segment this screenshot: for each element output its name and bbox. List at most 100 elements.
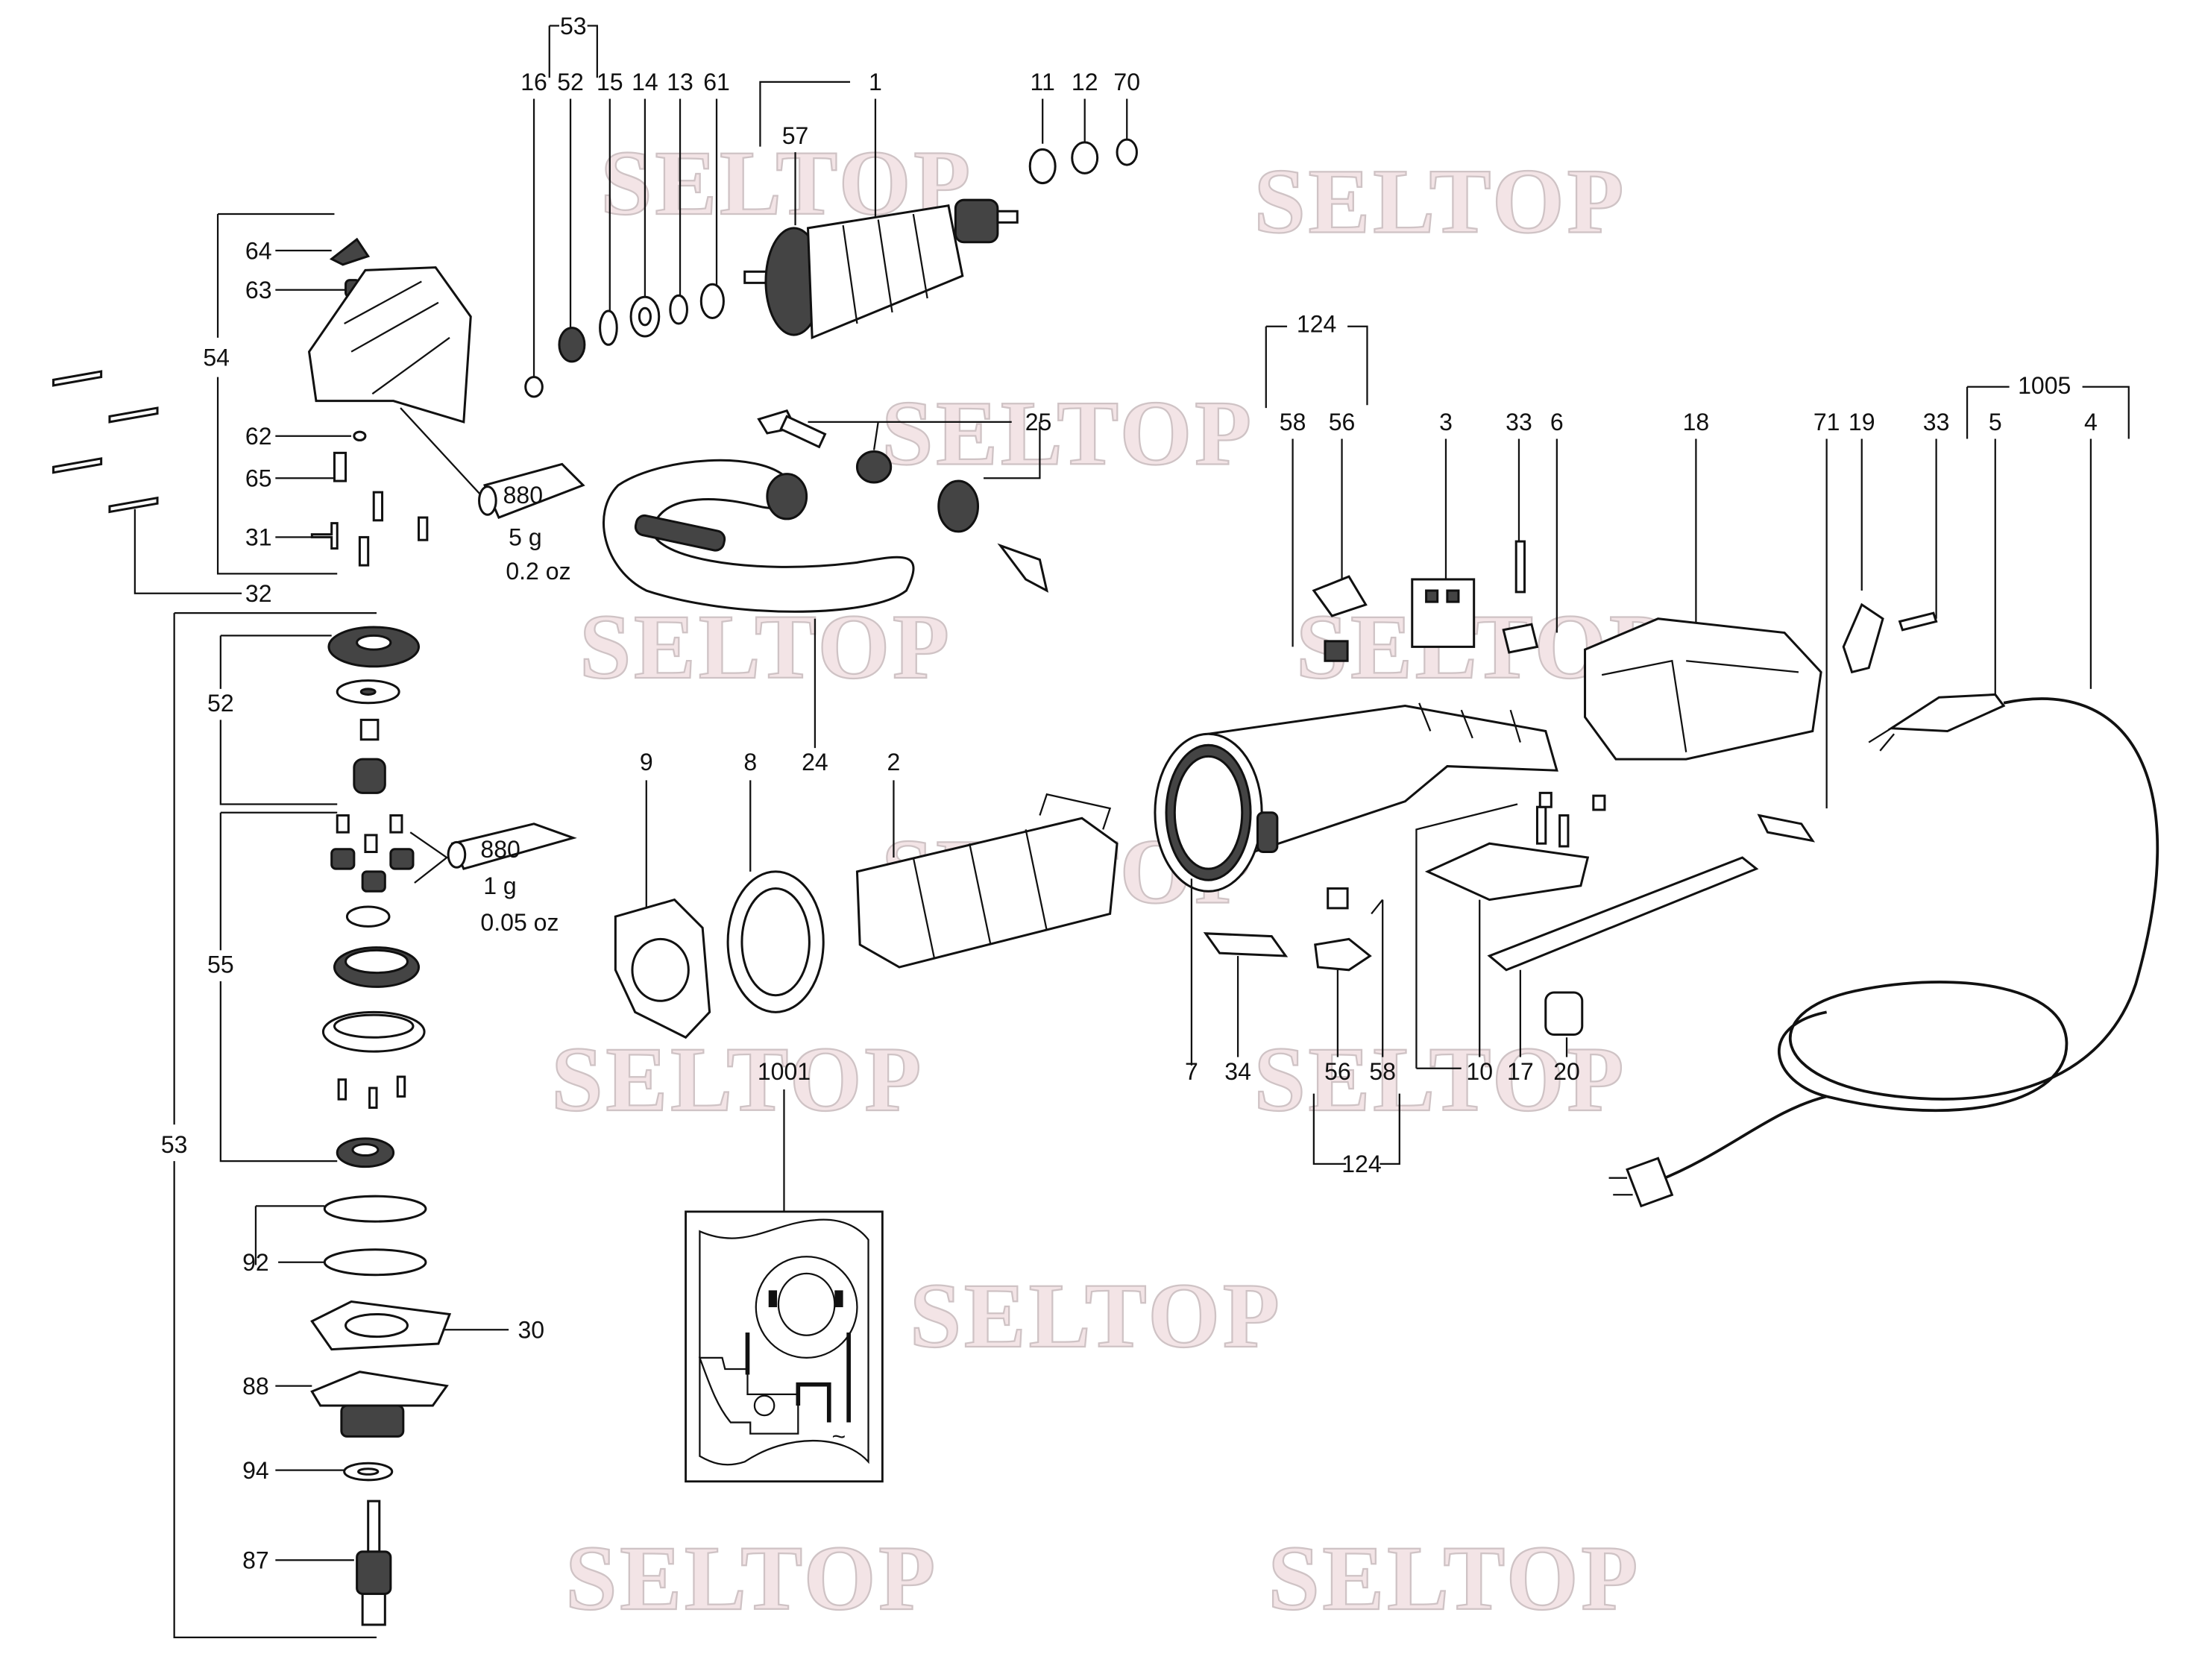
brush-holder-56 [1314, 937, 1372, 972]
screw-33 [1514, 540, 1526, 594]
callout-24: 24 [802, 749, 828, 775]
gear-assembly-column: 53 52 55 92 30 [161, 612, 544, 1638]
callout-17: 17 [1507, 1058, 1534, 1085]
screw [1592, 794, 1606, 811]
motor-section: 9 8 2 [614, 749, 1119, 1039]
pin [396, 1075, 406, 1098]
circlip-61 [699, 283, 725, 319]
watermark: SELTOP [565, 1526, 938, 1629]
callout-3: 3 [1439, 409, 1453, 435]
electronics-board-10 [1424, 842, 1590, 902]
callout-33: 33 [1506, 409, 1532, 435]
spindle-87 [367, 1500, 381, 1553]
cord-clamp-19 [1842, 603, 1884, 674]
callout-30: 30 [517, 1317, 544, 1344]
callout-56: 56 [1329, 409, 1356, 435]
callout-54: 54 [203, 345, 230, 371]
watermark: SELTOP [910, 1264, 1283, 1367]
callout-1: 1 [869, 69, 882, 95]
callout-15: 15 [597, 69, 623, 95]
button-20 [1544, 991, 1584, 1036]
screw [108, 406, 159, 424]
watermark: SELTOP [1254, 1028, 1627, 1130]
callout-53: 53 [161, 1131, 188, 1158]
carbon-brush-58 [1327, 887, 1349, 910]
callout-55: 55 [207, 951, 234, 978]
screw [52, 457, 103, 474]
label-34 [1203, 932, 1289, 957]
callout-10: 10 [1466, 1058, 1493, 1085]
side-handle: 25 24 [603, 409, 1051, 775]
power-cord [1608, 697, 2159, 1208]
field-coil-2 [855, 817, 1119, 969]
callout-16: 16 [520, 69, 547, 95]
screw [1538, 791, 1552, 808]
callout-56-bottom: 56 [1324, 1058, 1351, 1085]
callout-58: 58 [1280, 409, 1306, 435]
callout-62: 62 [245, 423, 272, 450]
callout-6: 6 [1550, 409, 1564, 435]
bearing-flange-88 [310, 1371, 449, 1407]
screw [358, 535, 370, 567]
callout-65: 65 [245, 465, 272, 492]
cord-sleeve-5 [1887, 693, 2006, 732]
spindle-gear [353, 758, 386, 794]
pinion-52 [558, 327, 586, 363]
callout-7: 7 [1185, 1058, 1198, 1085]
callout-20: 20 [1553, 1058, 1580, 1085]
callout-92: 92 [242, 1249, 269, 1276]
nut-25 [855, 450, 893, 484]
top-row-labels: 53 16 52 15 14 13 61 1 11 12 70 57 [520, 13, 1140, 377]
callout-11: 11 [1031, 69, 1055, 95]
planet-gear [361, 870, 386, 893]
callout-57: 57 [782, 122, 809, 149]
callout-64: 64 [245, 237, 272, 264]
callout-58-bottom: 58 [1369, 1058, 1396, 1085]
bearing [345, 905, 391, 928]
callout-14: 14 [632, 69, 658, 95]
callout-5: 5 [1989, 409, 2002, 435]
handle-brand-plate [634, 514, 726, 552]
o-ring-92 [323, 1195, 427, 1223]
knob-25 [997, 543, 1049, 593]
planet-gear [330, 848, 356, 870]
washer-15 [599, 309, 618, 346]
plug [1626, 1157, 1674, 1208]
upper-right-labels: 124 58 56 3 33 6 18 71 19 33 5 4 1005 [1265, 310, 2130, 809]
slide-switch-17 [1487, 856, 1759, 972]
callout-18: 18 [1683, 409, 1710, 435]
planet-pin [389, 814, 403, 834]
callout-19: 19 [1849, 409, 1875, 435]
switch-symbol [698, 1356, 799, 1435]
switch-3 [1411, 578, 1476, 648]
planet-gear [389, 848, 415, 870]
callout-61: 61 [703, 69, 730, 95]
grease-oz: 0.05 oz [480, 909, 559, 936]
bearing-cap-12 [1071, 141, 1099, 174]
grease-tube-880-a: 880 5 g 0.2 oz [400, 407, 585, 585]
motor-housing: 7 [1154, 702, 1558, 1085]
armature-assembly [524, 138, 1138, 398]
screw [418, 516, 429, 541]
grease-tube-880-b: 880 1 g 0.05 oz [409, 822, 577, 936]
damper-25 [937, 479, 980, 533]
grease-code: 880 [503, 482, 543, 509]
callout-87: 87 [242, 1547, 269, 1574]
part-71 [1757, 814, 1816, 843]
screw [108, 496, 159, 514]
ring-70 [1116, 138, 1138, 166]
screws-32: 32 [52, 370, 272, 607]
ac-symbol: ~ [832, 1423, 846, 1450]
pin [368, 1086, 378, 1109]
watermark: SELTOP [1268, 1526, 1640, 1629]
callout-70: 70 [1113, 69, 1140, 95]
watermark: SELTOP [1254, 150, 1627, 253]
watermark: SELTOP [881, 381, 1254, 484]
watermark: SELTOP [551, 1028, 924, 1130]
callout-2: 2 [887, 749, 901, 775]
screw-33 [1898, 611, 1938, 632]
callout-52-left: 52 [207, 690, 234, 717]
screw [372, 491, 384, 522]
slider-6 [1502, 623, 1539, 654]
